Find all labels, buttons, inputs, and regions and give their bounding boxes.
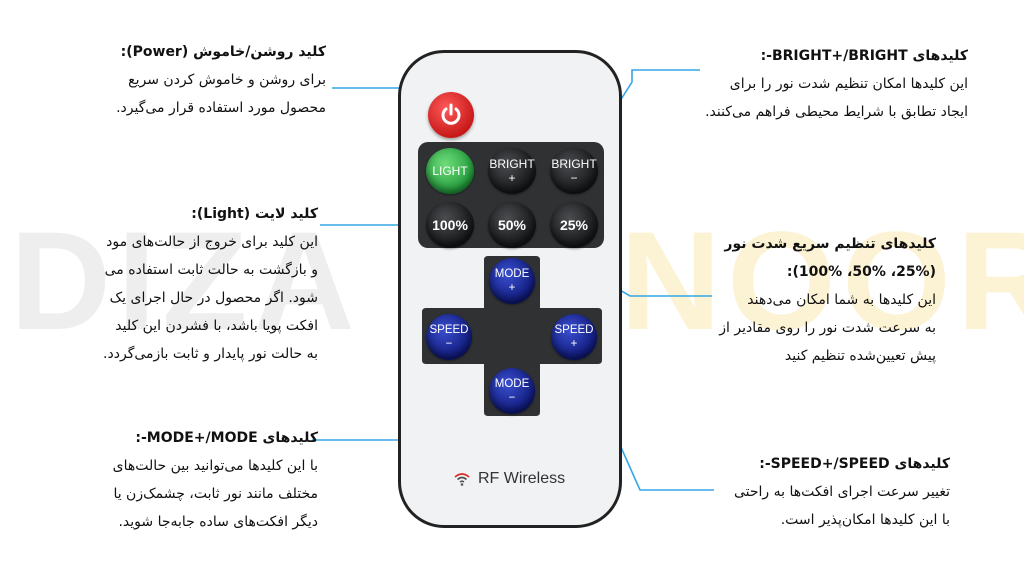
annotation-bright: کلیدهای BRIGHT+/BRIGHT-: این کلیدها امکا… [668,42,968,126]
annotation-mode-line: مختلف مانند نور ثابت، چشمک‌زن یا [113,486,318,502]
wifi-icon [454,473,470,486]
mode-minus-sign: − [508,392,516,404]
bright-minus-label: BRIGHT [551,157,597,171]
annotation-light: کلید لایت (Light): این کلید برای خروج از… [70,200,318,368]
annotation-power-line: برای روشن و خاموش کردن سریع [128,72,326,88]
annotation-speed-title: کلیدهای SPEED+/SPEED-: [759,456,950,472]
power-button[interactable] [428,92,474,138]
mode-minus-label: MODE [494,378,530,390]
annotation-light-line: شود. اگر محصول در حال اجرای یک [109,290,318,306]
light-label: LIGHT [432,164,468,178]
preset-50-label: 50% [497,217,527,233]
mode-plus-button[interactable]: MODE + [489,258,535,304]
speed-minus-button[interactable]: SPEED − [426,314,472,360]
annotation-mode-line: دیگر افکت‌های ساده جابه‌جا شوید. [118,514,318,530]
annotation-presets-title: کلیدهای تنظیم سریع شدت نور [724,236,936,252]
annotation-presets-subtitle: (25%، 50%، 100%): [786,264,936,280]
bright-plus-button[interactable]: BRIGHT + [488,148,536,194]
annotation-speed-line: تغییر سرعت اجرای افکت‌ها به راحتی [733,484,950,500]
light-button[interactable]: LIGHT [426,148,474,194]
watermark-right: NOOR [620,202,1024,359]
annotation-bright-line: ایجاد تطابق با شرایط محیطی فراهم می‌کنند… [705,104,968,120]
speed-plus-sign: + [570,338,578,350]
preset-100-button[interactable]: 100% [426,202,474,248]
annotation-mode-line: با این کلیدها می‌توانید بین حالت‌های [112,458,318,474]
rf-label: RF Wireless [454,470,565,488]
annotation-bright-title: کلیدهای BRIGHT+/BRIGHT-: [760,48,968,64]
preset-50-button[interactable]: 50% [488,202,536,248]
speed-plus-button[interactable]: SPEED + [551,314,597,360]
annotation-speed-line: با این کلیدها امکان‌پذیر است. [780,512,950,528]
power-icon [441,103,461,125]
annotation-power: کلید روشن/خاموش (Power): برای روشن و خام… [66,38,326,122]
annotation-presets-line: به سرعت شدت نور را روی مقادیر از [719,320,936,336]
annotation-speed: کلیدهای SPEED+/SPEED-: تغییر سرعت اجرای … [716,450,950,534]
bright-minus-sign: − [570,171,578,185]
mode-minus-button[interactable]: MODE − [489,368,535,414]
bright-minus-button[interactable]: BRIGHT − [550,148,598,194]
bright-plus-label: BRIGHT [489,157,535,171]
annotation-light-line: و بازگشت به حالت ثابت استفاده می [104,262,318,278]
preset-25-button[interactable]: 25% [550,202,598,248]
annotation-light-line: این کلید برای خروج از حالت‌های مود [106,234,318,250]
preset-100-label: 100% [432,217,468,233]
annotation-mode: کلیدهای MODE+/MODE-: با این کلیدها می‌تو… [66,424,318,536]
annotation-bright-line: این کلیدها امکان تنظیم شدت نور را برای [729,76,968,92]
annotation-light-line: افکت پویا باشد، با فشردن این کلید [115,318,318,334]
annotation-presets: کلیدهای تنظیم سریع شدت نور (25%، 50%، 10… [716,230,936,370]
speed-plus-label: SPEED [554,324,594,336]
mode-plus-label: MODE [494,268,530,280]
annotation-presets-line: این کلیدها به شما امکان می‌دهند [747,292,936,308]
annotation-power-title: کلید روشن/خاموش (Power): [120,44,326,60]
annotation-power-line: محصول مورد استفاده قرار می‌گیرد. [116,100,326,116]
mode-plus-sign: + [508,282,516,294]
annotation-presets-line: پیش تعیین‌شده تنظیم کنید [784,348,936,364]
speed-minus-sign: − [445,338,453,350]
watermark-left: DIZA [10,202,361,359]
annotation-mode-title: کلیدهای MODE+/MODE-: [135,430,318,446]
rf-text: RF Wireless [478,470,566,487]
speed-minus-label: SPEED [429,324,469,336]
bright-plus-sign: + [508,171,516,185]
preset-25-label: 25% [559,217,589,233]
annotation-light-title: کلید لایت (Light): [191,206,318,222]
annotation-light-line: به حالت نور پایدار و ثابت بازمی‌گردد. [103,346,318,362]
